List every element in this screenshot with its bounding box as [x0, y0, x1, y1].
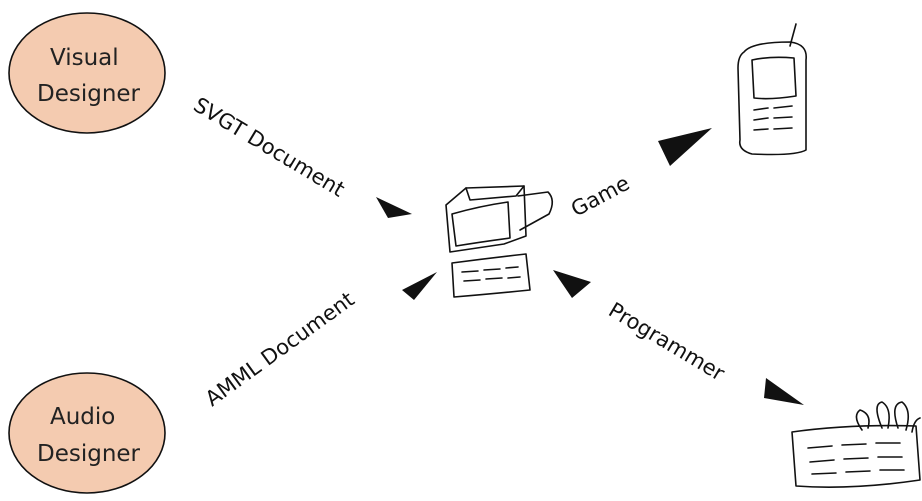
visual-designer-node: Visual Designer: [8, 12, 166, 134]
mobile-phone-icon: [737, 23, 807, 156]
computer-icon: [445, 185, 554, 298]
arrowhead-svgt: [376, 197, 412, 218]
audio-designer-node: Audio Designer: [8, 372, 166, 494]
visual-designer-label-line2: Designer: [37, 81, 141, 107]
audio-designer-label-line2: Designer: [37, 441, 141, 467]
svgt-document-label: SVGT Document: [189, 93, 348, 202]
arrowhead-programmer-to-keyboard: [764, 378, 804, 405]
arrowhead-programmer-to-computer: [553, 270, 591, 298]
arrowhead-game: [658, 128, 712, 166]
visual-designer-label-line1: Visual: [50, 45, 119, 71]
audio-designer-ellipse: [8, 372, 166, 494]
programmer-label: Programmer: [604, 298, 729, 386]
audio-designer-label-line1: Audio: [50, 404, 115, 430]
game-label: Game: [567, 171, 633, 222]
arrowhead-amml: [402, 272, 437, 300]
amml-document-label: AMML Document: [201, 287, 359, 411]
keyboard-icon: [791, 401, 921, 488]
visual-designer-ellipse: [8, 12, 166, 134]
